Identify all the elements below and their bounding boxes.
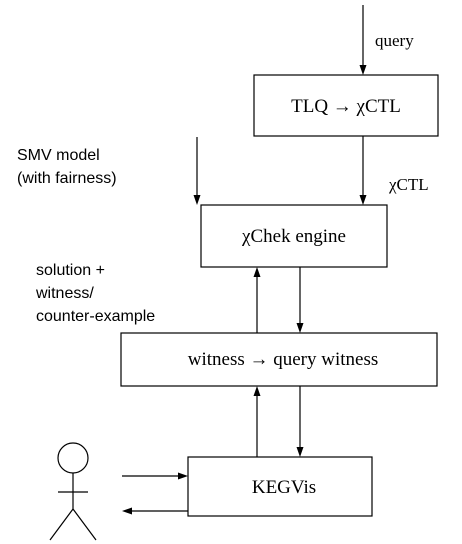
xchek-engine-box <box>200 204 388 268</box>
smv-model-arrow <box>193 137 201 205</box>
kegvis-to-user-arrow <box>122 507 188 515</box>
query-label: query <box>375 31 414 50</box>
solution-label-line3: counter-example <box>36 308 155 325</box>
kegvis-label: KEGVis <box>252 477 316 498</box>
tlq-to-xctl-box <box>253 74 439 137</box>
smv-model-label-line2: (with fairness) <box>17 170 117 187</box>
kegvis-box <box>187 456 373 517</box>
witness-to-query-witness-label: witness → query witness <box>188 349 379 370</box>
xctl-arrow <box>359 136 367 205</box>
tlq-to-xctl-label: TLQ → χCTL <box>291 96 401 117</box>
xctl-label: χCTL <box>388 175 429 194</box>
solution-label-line2: witness/ <box>35 285 94 302</box>
user-to-kegvis-arrow <box>122 472 188 480</box>
xchek-engine-label: χChek engine <box>241 226 346 247</box>
engine-up-arrow <box>253 267 261 333</box>
smv-model-label-line1: SMV model <box>17 147 100 164</box>
query-arrow <box>359 5 367 75</box>
engine-down-arrow <box>296 267 304 333</box>
solution-label-line1: solution + <box>36 262 105 279</box>
user-stick-figure <box>49 442 97 541</box>
witness-to-query-witness-box <box>120 332 438 387</box>
witness-down-arrow <box>296 386 304 457</box>
witness-up-arrow <box>253 386 261 457</box>
